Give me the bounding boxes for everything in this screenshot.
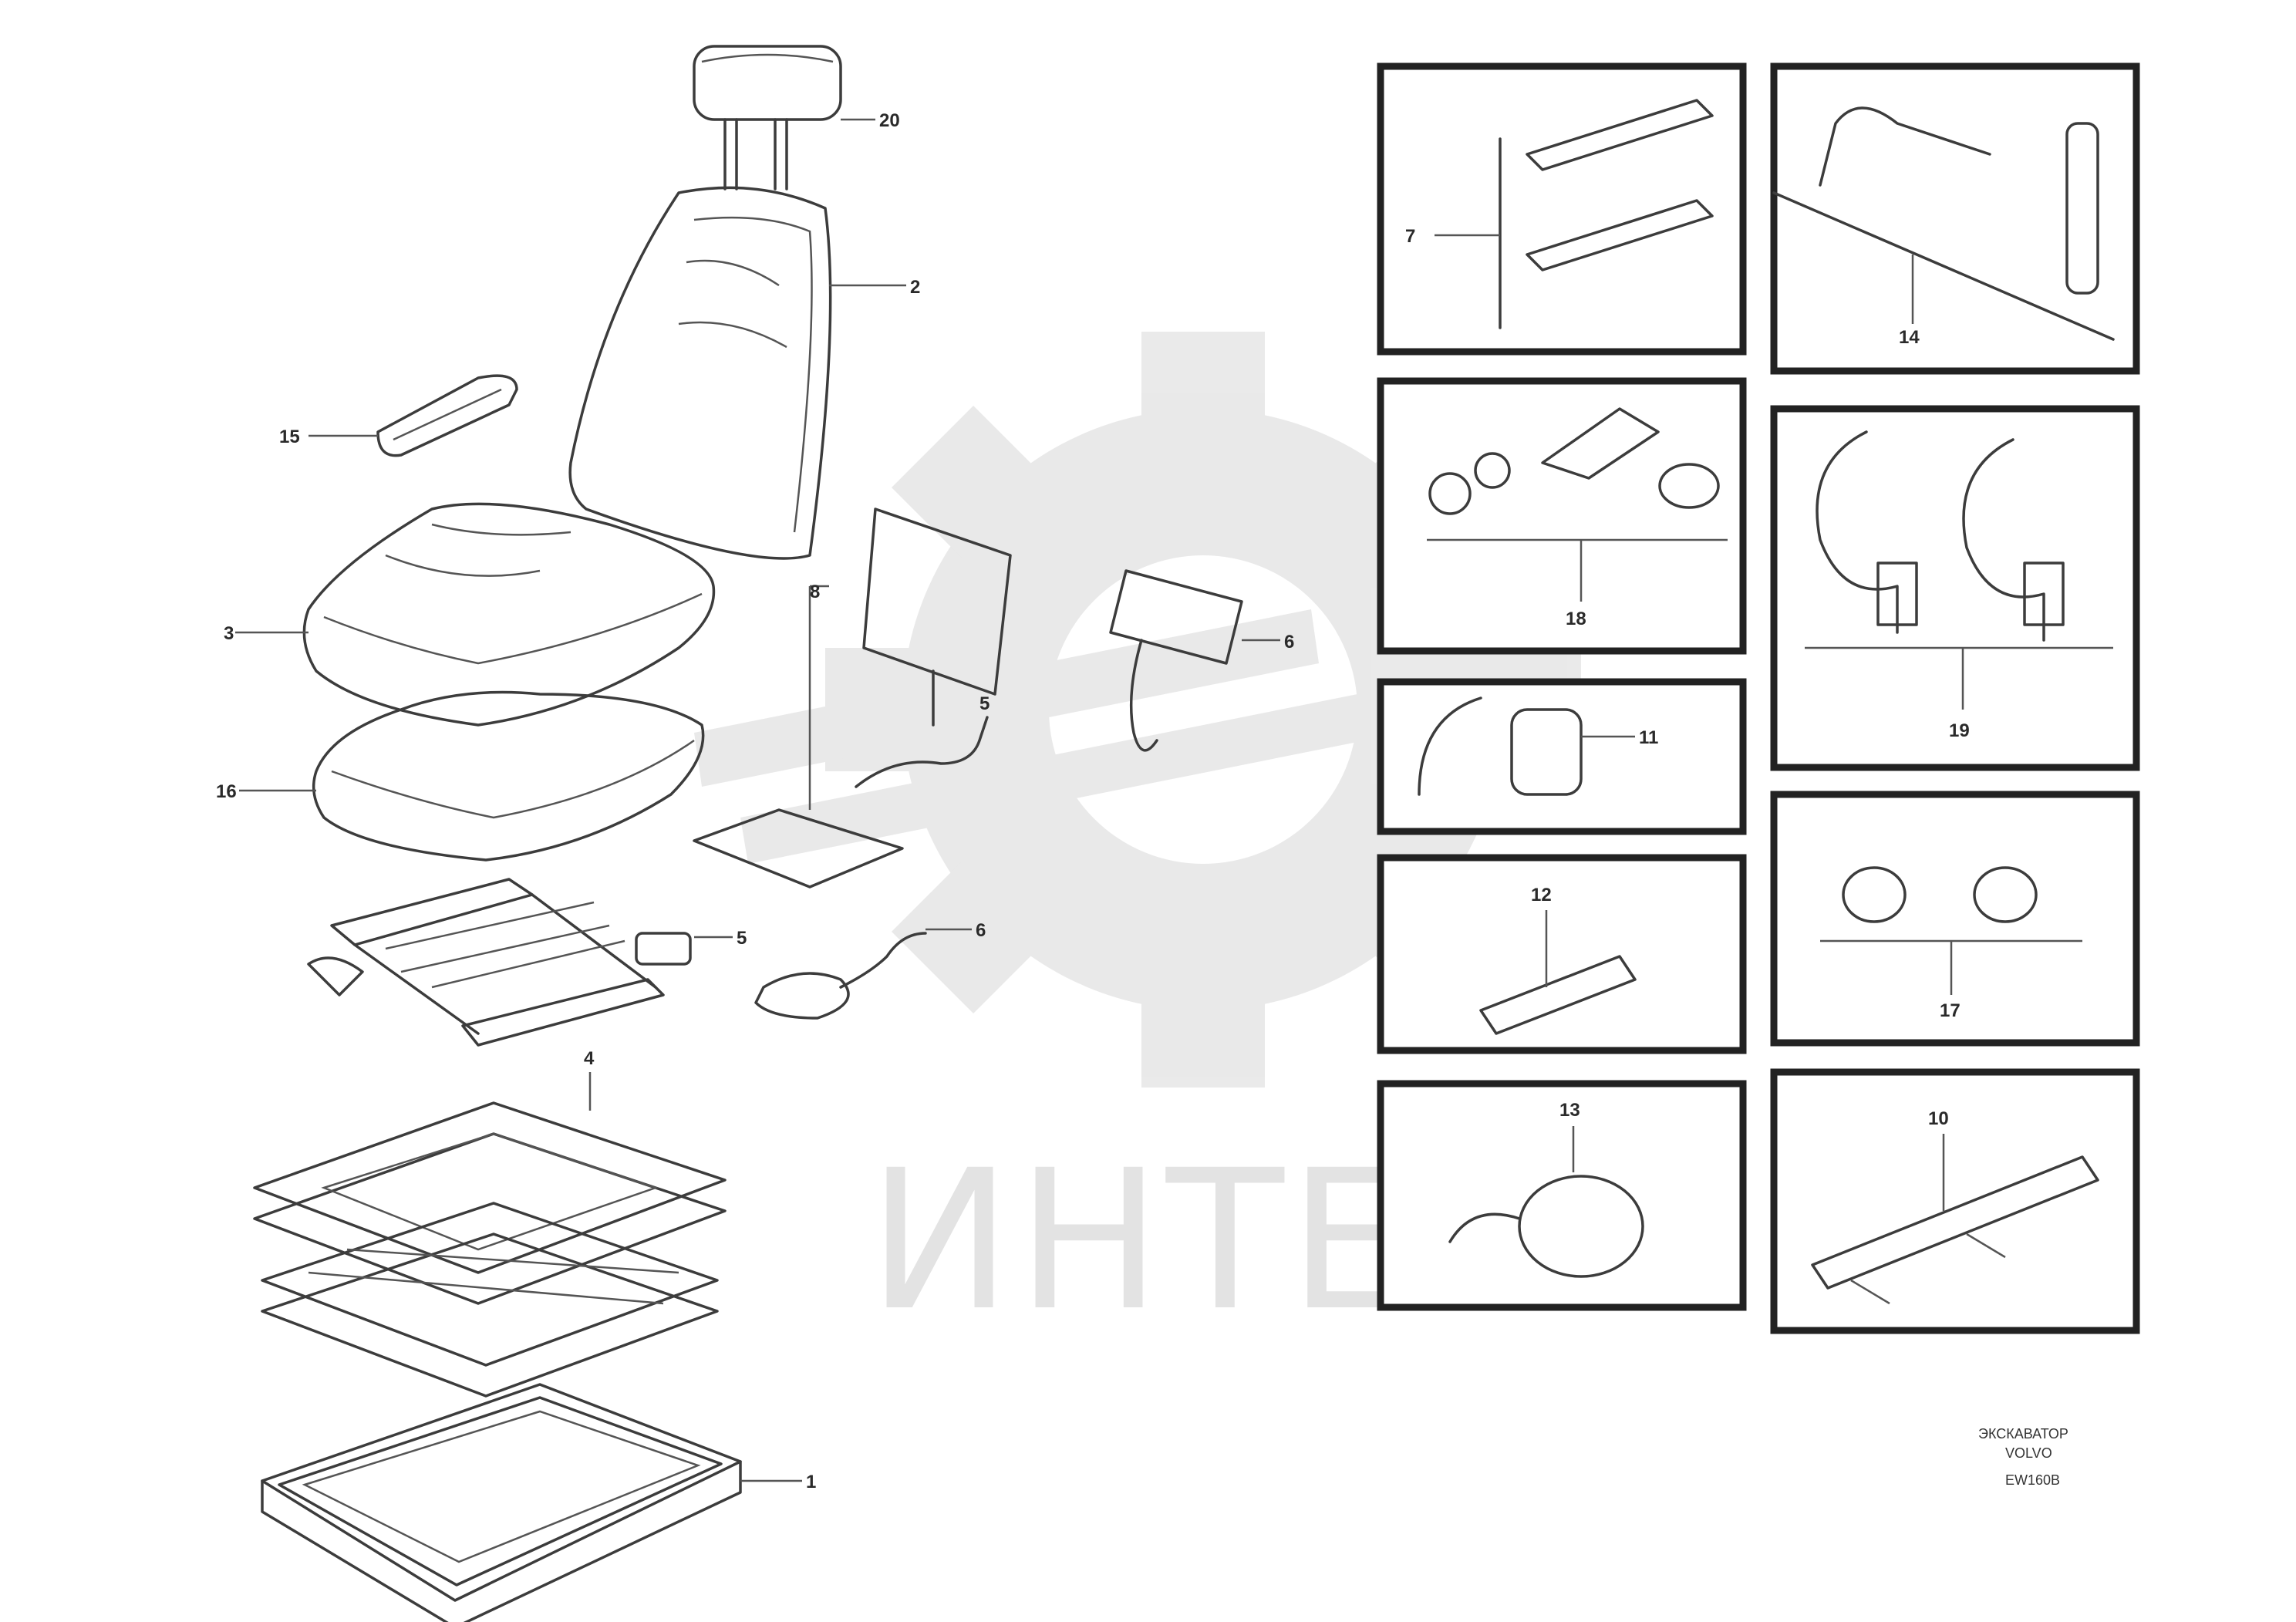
callout-label: 20 [879,110,900,131]
callout-label: 11 [1639,727,1658,748]
wiring-harness [754,932,927,1020]
callout-label: 2 [910,277,920,298]
svg-text:ЭКСКАВАТОР: ЭКСКАВАТОР [1978,1426,2068,1442]
headrest [693,45,842,191]
callout-label: 8 [810,582,820,602]
detail-panel: 14 [1770,62,2140,375]
callout-label: 16 [216,781,237,802]
callout-label: 1 [806,1472,816,1492]
svg-text:VOLVO: VOLVO [2005,1445,2052,1461]
callout-label: 6 [1284,632,1294,653]
callout-label: 7 [1405,226,1415,247]
reference-code: ЭКСКАВАТОР VOLVO EW160B [1978,1426,2068,1488]
seat-heater-pad [693,508,1012,889]
detail-panel: 13 [1377,1080,1747,1311]
suspension-frame [253,1101,727,1398]
callout-label: 15 [279,427,300,447]
callout-label: 10 [1928,1108,1949,1129]
slide-rail-assembly [307,878,692,1047]
seat-base-foam [312,690,705,862]
detail-panel: 18 [1377,377,1747,655]
callout-label: 17 [1940,1000,1961,1021]
detail-panel: 19 [1770,405,2140,771]
detail-panel: 11 [1377,678,1747,835]
seat-cushion [302,502,716,727]
armrest [376,374,518,457]
detail-panel: 12 [1377,854,1747,1054]
callout-label: 12 [1531,885,1552,905]
svg-text:EW160B: EW160B [2005,1472,2060,1488]
lumbar-pad [1109,569,1243,752]
detail-panel: 7 [1377,62,1747,356]
backrest [568,186,832,560]
base-bellows [261,1383,742,1622]
callout-label: 19 [1949,720,1970,741]
watermark-gear-icon [694,332,1581,1088]
detail-panel: 17 [1770,791,2140,1047]
callout-label: 6 [976,920,986,941]
callout-label: 13 [1559,1100,1580,1121]
detail-panel: 10 [1770,1068,2140,1334]
callout-label: 14 [1899,327,1920,348]
callout-label: 5 [737,928,747,949]
callout-label: 5 [979,693,990,714]
callout-label: 4 [584,1048,595,1069]
callout-label: 3 [224,623,234,644]
callout-label: 18 [1566,609,1586,629]
